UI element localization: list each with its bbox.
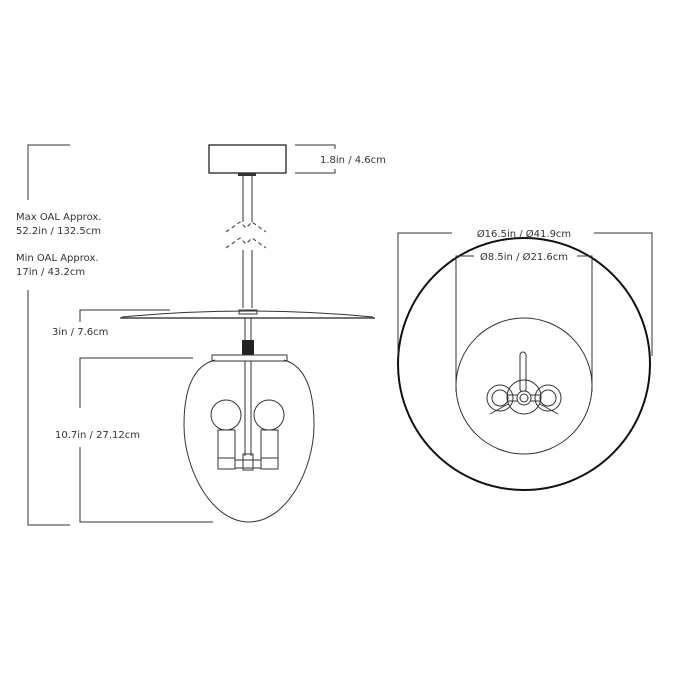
- inner-stem: [244, 361, 252, 456]
- downrod: [225, 176, 267, 308]
- glass-shade: [183, 354, 315, 523]
- min-oal-value: 17in / 43.2cm: [16, 267, 85, 278]
- socket-left: [217, 429, 236, 470]
- overall-length-bracket: [27, 144, 70, 526]
- outer-diameter-dimension: [397, 232, 653, 356]
- shade-offset-label: 3in / 7.6cm: [52, 327, 108, 338]
- glass-height-dimension: [79, 357, 213, 523]
- break-symbol: [225, 221, 267, 249]
- coupler: [242, 340, 254, 355]
- inner-diameter-label: Ø8.5in / Ø21.6cm: [480, 251, 568, 263]
- glass-circle: [455, 317, 593, 455]
- fixture-top-view: [486, 351, 562, 415]
- outer-shade-circle: [397, 237, 651, 491]
- canopy-height-label: 1.8in / 4.6cm: [320, 155, 386, 166]
- inner-diameter-dimension: [455, 255, 593, 392]
- shade-offset-dimension: [79, 309, 170, 322]
- bulb-right: [253, 399, 285, 431]
- max-oal-label: Max OAL Approx.: [16, 212, 101, 223]
- min-oal-label: Min OAL Approx.: [16, 253, 99, 264]
- lower-stem: [244, 318, 252, 340]
- glass-height-label: 10.7in / 27.12cm: [55, 430, 140, 441]
- socket-right: [260, 429, 279, 470]
- max-oal-value: 52.2in / 132.5cm: [16, 226, 101, 237]
- canopy-nut: [238, 173, 256, 176]
- outer-diameter-label: Ø16.5in / Ø41.9cm: [477, 228, 571, 240]
- canopy: [208, 144, 287, 174]
- cluster-connector: [234, 459, 262, 469]
- bulbs: [210, 399, 285, 471]
- canopy-height-dimension: [295, 144, 336, 174]
- shade-disk: [120, 309, 375, 319]
- bulb-left: [210, 399, 242, 431]
